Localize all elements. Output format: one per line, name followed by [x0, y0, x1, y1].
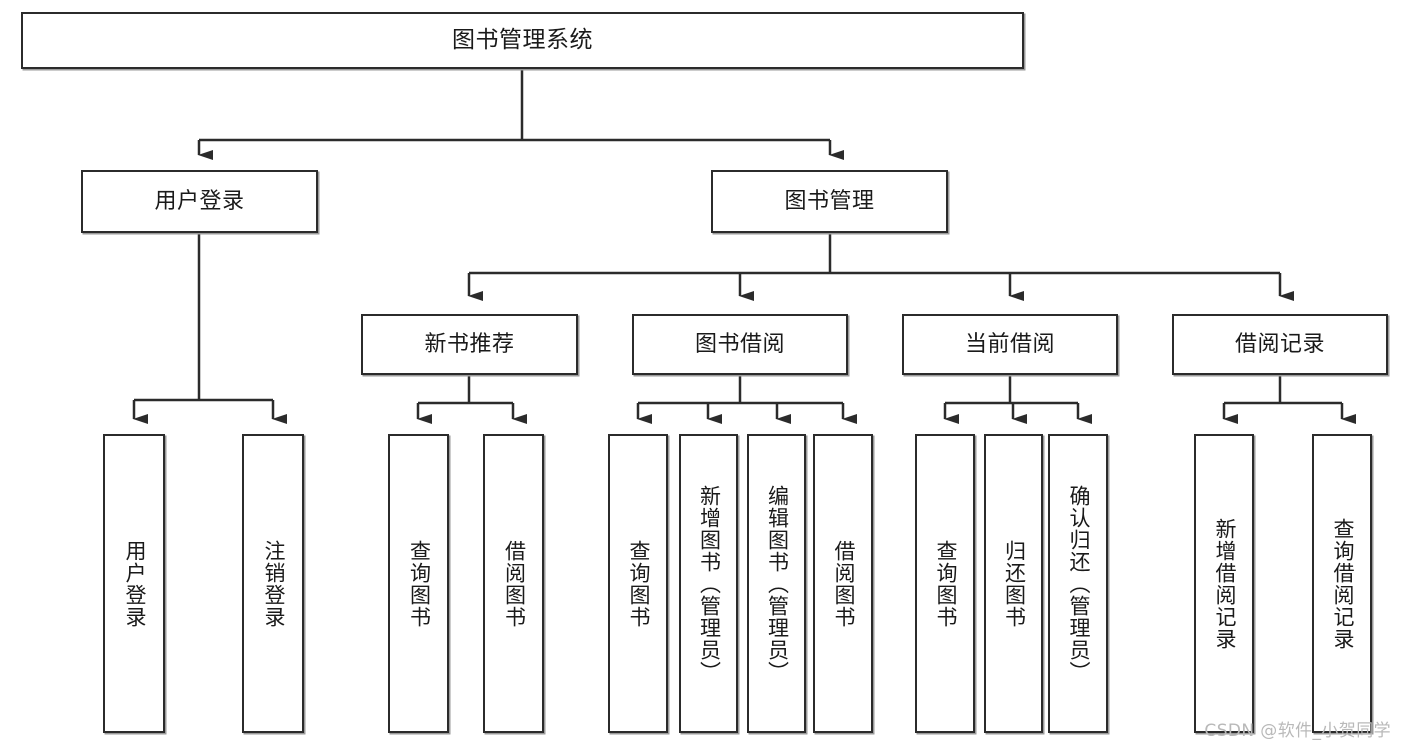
node-borrow-records[interactable]: 借阅记录 — [1172, 314, 1388, 375]
node-label: 确认归还（管理员） — [1066, 484, 1091, 683]
node-book-management[interactable]: 图书管理 — [711, 170, 948, 233]
node-root-system[interactable]: 图书管理系统 — [21, 12, 1024, 69]
leaf-current-query-book[interactable]: 查询图书 — [915, 434, 975, 733]
leaf-user-login[interactable]: 用户登录 — [103, 434, 165, 733]
node-label: 注销登录 — [261, 539, 286, 628]
node-label: 查询图书 — [407, 539, 432, 628]
leaf-borrow-query-book[interactable]: 查询图书 — [608, 434, 668, 733]
leaf-recommend-borrow-book[interactable]: 借阅图书 — [483, 434, 544, 733]
leaf-record-add-borrow-record[interactable]: 新增借阅记录 — [1194, 434, 1254, 733]
node-label: 借阅图书 — [502, 539, 527, 628]
node-label: 用户登录 — [122, 539, 147, 628]
leaf-borrow-borrow-book[interactable]: 借阅图书 — [813, 434, 873, 733]
node-current-borrow[interactable]: 当前借阅 — [902, 314, 1118, 375]
node-new-book-recommend[interactable]: 新书推荐 — [361, 314, 578, 375]
node-label: 借阅图书 — [831, 539, 856, 628]
node-label: 图书管理系统 — [452, 26, 593, 53]
leaf-borrow-edit-book-admin[interactable]: 编辑图书（管理员） — [747, 434, 806, 733]
node-label: 用户登录 — [154, 188, 245, 214]
leaf-current-return-book[interactable]: 归还图书 — [984, 434, 1043, 733]
node-label: 新增图书（管理员） — [697, 484, 722, 683]
leaf-user-logout[interactable]: 注销登录 — [242, 434, 304, 733]
node-label: 查询借阅记录 — [1330, 517, 1355, 650]
leaf-current-confirm-return-admin[interactable]: 确认归还（管理员） — [1048, 434, 1108, 733]
node-label: 新书推荐 — [424, 331, 515, 357]
node-user-login[interactable]: 用户登录 — [81, 170, 318, 233]
node-label: 编辑图书（管理员） — [765, 484, 790, 683]
node-label: 借阅记录 — [1234, 331, 1325, 357]
node-label: 归还图书 — [1002, 539, 1027, 628]
node-book-borrow[interactable]: 图书借阅 — [632, 314, 848, 375]
node-label: 图书借阅 — [694, 331, 785, 357]
csdn-watermark: CSDN @软件_小贺同学 — [1204, 721, 1391, 741]
leaf-record-query-borrow-record[interactable]: 查询借阅记录 — [1312, 434, 1372, 733]
node-label: 新增借阅记录 — [1212, 517, 1237, 650]
node-label: 图书管理 — [784, 188, 875, 214]
leaf-recommend-query-book[interactable]: 查询图书 — [388, 434, 449, 733]
leaf-borrow-add-book-admin[interactable]: 新增图书（管理员） — [679, 434, 738, 733]
node-label: 查询图书 — [933, 539, 958, 628]
node-label: 查询图书 — [626, 539, 651, 628]
node-label: 当前借阅 — [964, 331, 1055, 357]
